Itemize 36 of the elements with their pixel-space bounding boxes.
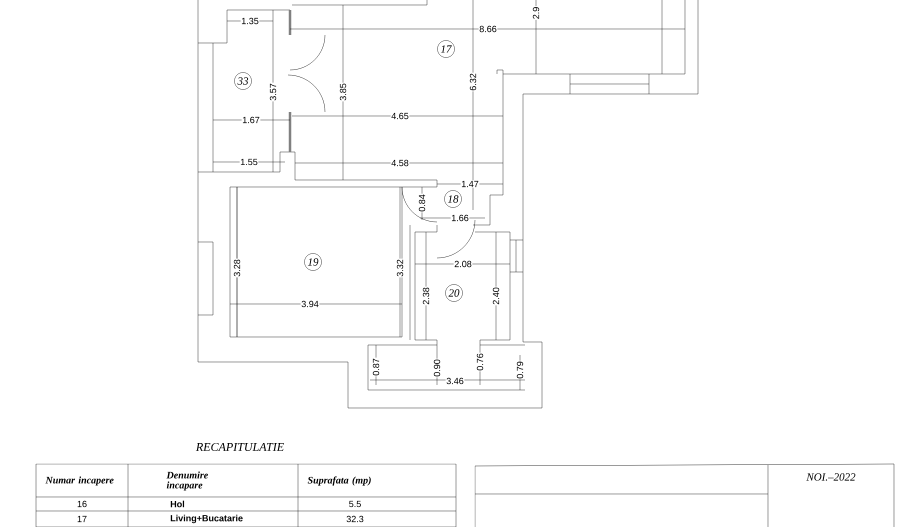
- table-cell-text: 32.3: [346, 516, 364, 522]
- dimension-label: 4.65: [390, 112, 410, 120]
- dimension-label: 3.85: [339, 82, 347, 102]
- dimension-label: 0.79: [516, 360, 524, 380]
- dimension-label: 1.35: [240, 17, 260, 25]
- dimension-label: 1.55: [240, 158, 258, 166]
- dimension-label: 4.58: [390, 159, 410, 167]
- dimension-label: 3.28: [233, 258, 241, 278]
- dimension-label: 1.66: [450, 214, 470, 222]
- dimension-label: 2.38: [422, 286, 430, 306]
- room-number: 33: [234, 72, 252, 90]
- dimension-label: 1.67: [242, 116, 260, 124]
- dimension-label: 1.47: [460, 180, 480, 188]
- dimension-label: 6.32: [469, 72, 477, 92]
- column-header: Suprafata (mp): [308, 476, 371, 486]
- table-cell-text: Living+Bucatarie: [170, 514, 243, 524]
- dimension-label: 3.46: [446, 377, 464, 385]
- room-number: 20: [445, 284, 463, 302]
- table-cell-text: 5.5: [349, 500, 361, 508]
- date-label: NOI.–2022: [806, 473, 856, 481]
- dimension-label: 0.87: [372, 358, 380, 376]
- column-header: Numar incapere: [45, 476, 114, 486]
- dimension-label: 2.9: [532, 6, 540, 20]
- room-number: 19: [304, 253, 322, 271]
- table-cell-text: 17: [78, 516, 87, 522]
- column-header: Denumire incapare: [166, 471, 208, 491]
- room-number: 17: [437, 40, 455, 58]
- table-cell-text: 16: [78, 500, 87, 508]
- room-number: 18: [444, 190, 462, 208]
- dimension-label: 0.90: [433, 358, 441, 378]
- dimension-label: 3.32: [396, 258, 404, 278]
- table-title: RECAPITULATIE: [196, 442, 284, 452]
- dimension-label: 2.40: [492, 286, 500, 306]
- table-cell-text: Hol: [170, 500, 184, 508]
- dimension-label: 0.76: [476, 352, 484, 372]
- dimension-label: 0.84: [418, 194, 426, 212]
